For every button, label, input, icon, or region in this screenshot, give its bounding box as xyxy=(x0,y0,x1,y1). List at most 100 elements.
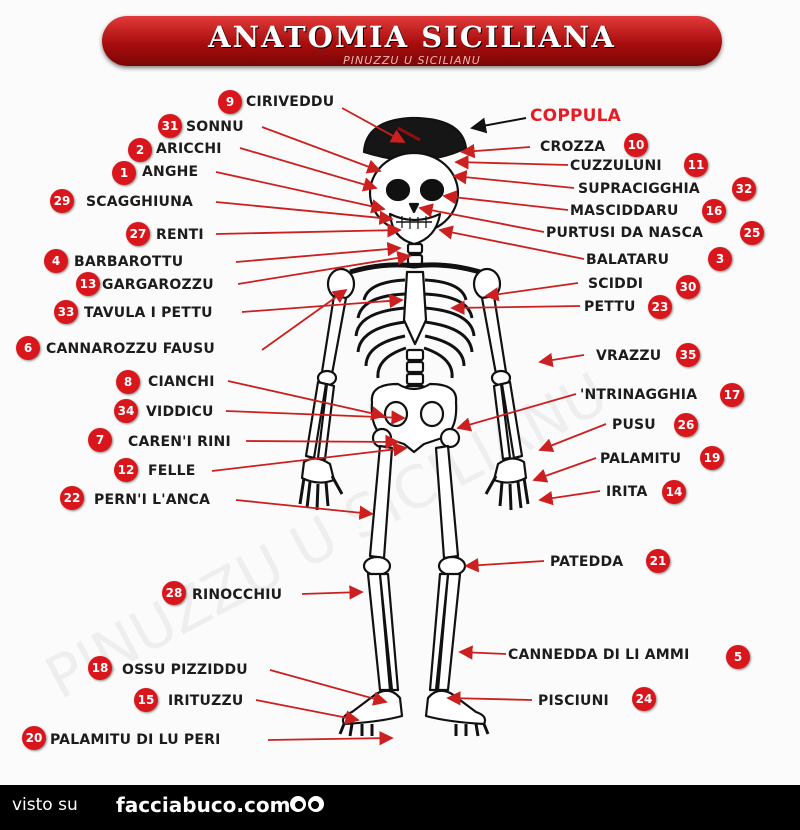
badge-23: 23 xyxy=(648,295,672,319)
pointer-line-l25 xyxy=(418,203,545,233)
label-pisciuni: PISCIUNI xyxy=(538,693,609,709)
badge-12: 12 xyxy=(114,458,138,482)
pointer-line-l8 xyxy=(227,380,386,421)
label-gargarozzu: GARGAROZZU xyxy=(102,277,214,293)
pointer-line-l6 xyxy=(261,288,348,351)
badge-11: 11 xyxy=(684,153,708,177)
badge-22: 22 xyxy=(60,486,84,510)
badge-26: 26 xyxy=(674,413,698,437)
label-cianchi: CIANCHI xyxy=(148,374,215,390)
diagram-canvas: ANATOMIA SICILIANA PINUZZU U SICILIANU P… xyxy=(16,16,764,750)
pointer-line-l31 xyxy=(261,126,382,174)
right-leg-icon xyxy=(424,427,490,737)
badge-14: 14 xyxy=(662,480,686,504)
pointer-line-l32 xyxy=(452,170,575,189)
pointer-line-l13 xyxy=(237,250,412,285)
footer-bar: visto su facciabuco.com xyxy=(0,785,800,830)
pointer-line-l5 xyxy=(458,645,507,660)
label-palamitu: PALAMITU xyxy=(600,451,682,467)
pointer-line-l19 xyxy=(532,457,597,483)
badge-20: 20 xyxy=(22,726,46,750)
label-renti: RENTI xyxy=(156,227,204,243)
footer-visto-text: visto su xyxy=(12,795,78,815)
badge-16: 16 xyxy=(702,199,726,223)
left-leg-icon xyxy=(338,427,404,737)
badge-21: 21 xyxy=(646,549,670,573)
pointer-line-l9 xyxy=(341,107,406,143)
label-cannarozzu-fausu: CANNAROZZU FAUSU xyxy=(46,341,215,357)
pointer-line-l33 xyxy=(241,293,404,313)
label-rinocchiu: RINOCCHIU xyxy=(192,587,283,603)
badge-25: 25 xyxy=(740,221,764,245)
pointer-line-l10 xyxy=(460,143,531,159)
label-anghe: ANGHE xyxy=(142,164,199,180)
label-cannedda-di-li-ammi: CANNEDDA DI LI AMMI xyxy=(508,647,690,663)
pointer-line-l16 xyxy=(442,190,569,211)
badge-17: 17 xyxy=(720,383,744,407)
pointer-line-l30 xyxy=(484,282,579,302)
label-purtusi-da-nasca: PURTUSI DA NASCA xyxy=(546,225,704,241)
label-palamitu-di-lu-peri: PALAMITU DI LU PERI xyxy=(50,732,221,748)
pointer-line-l26 xyxy=(538,423,607,453)
badge-7: 7 xyxy=(88,428,112,452)
badge-18: 18 xyxy=(88,656,112,680)
coppula-arrow xyxy=(470,117,527,134)
label-caren-i-rini: CAREN'I RINI xyxy=(128,434,231,450)
badge-27: 27 xyxy=(126,222,150,246)
pointer-line-l24 xyxy=(446,691,533,706)
label-crozza: CROZZA xyxy=(540,139,606,155)
label-patedda: PATEDDA xyxy=(550,554,624,570)
badge-15: 15 xyxy=(134,688,158,712)
right-arm-icon xyxy=(480,294,530,511)
badge-24: 24 xyxy=(632,687,656,711)
pointer-lines xyxy=(211,107,607,746)
badge-31: 31 xyxy=(158,114,182,138)
badge-30: 30 xyxy=(676,275,700,299)
badge-33: 33 xyxy=(54,300,78,324)
badge-35: 35 xyxy=(676,343,700,367)
label-felle: FELLE xyxy=(148,463,196,479)
left-arm-icon xyxy=(298,294,348,511)
label-ntrinagghia: 'NTRINAGGHIA xyxy=(580,387,698,403)
pointer-line-l18 xyxy=(269,669,388,706)
page-subtitle: PINUZZU U SICILIANU xyxy=(343,54,481,67)
label-pettu: PETTU xyxy=(584,299,636,315)
label-balataru: BALATARU xyxy=(586,252,670,268)
badge-13: 13 xyxy=(76,272,100,296)
pointer-line-l3 xyxy=(438,225,585,260)
pointer-line-l1 xyxy=(215,171,386,214)
pointer-line-l7 xyxy=(245,434,400,450)
label-sonnu: SONNU xyxy=(186,119,244,135)
pointer-line-l29 xyxy=(215,201,394,225)
label-viddicu: VIDDICU xyxy=(146,404,214,420)
pointer-line-l17 xyxy=(456,393,577,432)
badge-29: 29 xyxy=(50,189,74,213)
label-barbarottu: BARBAROTTU xyxy=(74,254,184,270)
label-pusu: PUSU xyxy=(612,417,656,433)
badge-5: 5 xyxy=(726,645,750,669)
pointer-line-l15 xyxy=(255,699,360,725)
label-pern-i-l-anca: PERN'I L'ANCA xyxy=(94,492,211,508)
badge-34: 34 xyxy=(114,399,138,423)
pointer-line-l12 xyxy=(211,442,408,472)
label-ciriveddu: CIRIVEDDU xyxy=(246,94,335,110)
badge-32: 32 xyxy=(732,177,756,201)
label-ossu-pizziddu: OSSU PIZZIDDU xyxy=(122,662,248,678)
pointer-line-l35 xyxy=(538,352,585,368)
pointer-line-l14 xyxy=(538,490,601,506)
badge-3: 3 xyxy=(708,247,732,271)
pointer-line-l28 xyxy=(301,585,364,600)
footer-site-link[interactable]: facciabuco.com xyxy=(116,793,291,817)
badge-8: 8 xyxy=(116,370,140,394)
badge-19: 19 xyxy=(700,446,724,470)
badge-1: 1 xyxy=(112,161,136,185)
label-supracigghia: SUPRACIGGHIA xyxy=(578,181,700,197)
badge-4: 4 xyxy=(44,249,68,273)
ribcage-icon xyxy=(354,278,476,379)
pointer-line-l27 xyxy=(215,223,402,238)
badge-9: 9 xyxy=(218,90,242,114)
badge-28: 28 xyxy=(162,581,186,605)
pointer-line-l4 xyxy=(235,241,402,263)
label-irituzzu: IRITUZZU xyxy=(168,693,244,709)
label-vrazzu: VRAZZU xyxy=(596,348,662,364)
